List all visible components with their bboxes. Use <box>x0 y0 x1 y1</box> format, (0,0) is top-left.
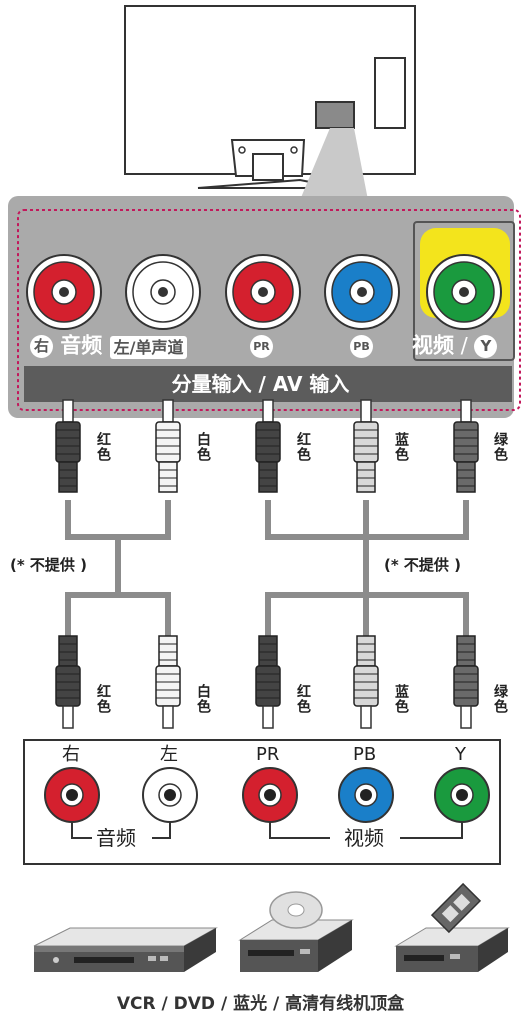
not-supplied-note-left: (* 不提供 ) <box>10 556 87 574</box>
panel-pb-label: PB <box>350 335 373 358</box>
panel-pr-label: PR <box>250 335 273 358</box>
panel-audio-labels: 右 音频 左/单声道 <box>30 333 188 359</box>
device-jack-right-label: 右 <box>62 744 80 765</box>
rca-plug-top <box>353 399 379 493</box>
panel-jack-audio-right <box>26 254 102 330</box>
audio-group-label: 音频 <box>96 826 136 850</box>
device-jack-y-label: Y <box>455 744 466 765</box>
rca-plug-bottom <box>255 635 281 729</box>
cable-top-color-label: 红色 <box>295 432 311 462</box>
panel-jack-audio-left <box>125 254 201 330</box>
device-jack-pr-label: PR <box>256 744 280 765</box>
rca-plug-bottom <box>155 635 181 729</box>
panel-video-label: 视频 / Y <box>412 333 498 358</box>
rca-plug-bottom <box>453 635 479 729</box>
device-jack-right <box>44 767 100 823</box>
rca-plug-top <box>255 399 281 493</box>
rca-plug-top <box>55 399 81 493</box>
cable-bottom-color-label: 红色 <box>295 684 311 714</box>
device-jack-left <box>142 767 198 823</box>
cable-bottom-color-label: 红色 <box>95 684 111 714</box>
set-top-box-illustration <box>394 882 510 972</box>
pb-badge: PB <box>350 335 373 358</box>
device-jack-y <box>434 767 490 823</box>
cable-top-color-label: 蓝色 <box>393 432 409 462</box>
audio-label: 音频 <box>60 333 103 358</box>
devices-caption: VCR / DVD / 蓝光 / 高清有线机顶盒 <box>116 994 405 1014</box>
cable-bottom-color-label: 白色 <box>195 684 211 714</box>
rca-plug-top <box>155 399 181 493</box>
cable-top-color-label: 绿色 <box>492 432 508 462</box>
device-jack-pb <box>338 767 394 823</box>
cable-plugs-bottom <box>55 635 479 729</box>
panel-jack-video-y <box>420 228 510 330</box>
vcr-device-illustration <box>33 927 218 972</box>
dvd-player-illustration <box>238 891 354 972</box>
video-group-label: 视频 <box>344 826 384 850</box>
panel-jack-pr <box>225 254 301 330</box>
cable-wires <box>65 500 469 636</box>
audio-left-mono-label: 左/单声道 <box>109 335 188 359</box>
cable-top-color-label: 白色 <box>195 432 211 462</box>
rca-plug-top <box>453 399 479 493</box>
not-supplied-note-right: (* 不提供 ) <box>384 556 461 574</box>
tv-illustration <box>124 5 416 200</box>
rca-plug-bottom <box>55 635 81 729</box>
cable-top-color-label: 红色 <box>95 432 111 462</box>
rca-plug-bottom <box>353 635 379 729</box>
device-jack-left-label: 左 <box>160 744 178 765</box>
cable-bottom-color-label: 绿色 <box>492 684 508 714</box>
panel-title: 分量输入 / AV 输入 <box>171 372 350 396</box>
device-jack-pb-label: PB <box>353 744 377 765</box>
audio-right-badge: 右 <box>30 335 53 358</box>
panel-jack-pb <box>324 254 400 330</box>
device-jack-pr <box>242 767 298 823</box>
cable-plugs-top <box>55 399 479 493</box>
video-label: 视频 <box>412 333 454 358</box>
pr-badge: PR <box>250 335 273 358</box>
video-y-badge: Y <box>474 335 498 358</box>
cable-bottom-color-label: 蓝色 <box>393 684 409 714</box>
